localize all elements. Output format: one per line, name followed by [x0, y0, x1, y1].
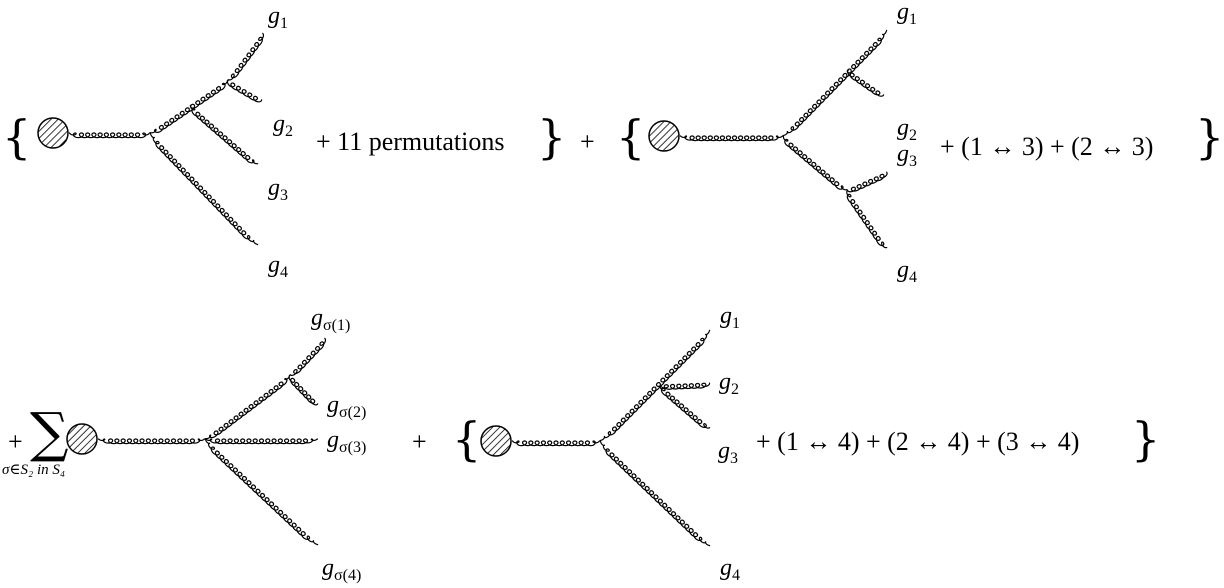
label-g1-d1: g1 — [268, 3, 288, 32]
label-gs1-d3: gσ(1) — [311, 305, 351, 334]
propagator-d1 — [69, 132, 150, 139]
gluon-d4-b — [659, 382, 711, 390]
gluon-d1-c — [226, 79, 263, 103]
propagator-d4 — [512, 440, 600, 447]
label-g3-d1: g3 — [268, 175, 288, 204]
term3-prefix: + — [8, 427, 23, 456]
gluon-d2-a — [782, 29, 888, 137]
term4-text: + (1 ↔ 4) + (2 ↔ 4) + (3 ↔ 4) — [756, 427, 1080, 456]
gluon-d2-b — [847, 69, 885, 97]
blob-d3 — [66, 423, 98, 455]
label-g1-d2: g1 — [897, 0, 917, 28]
sum-symbol: ∑ — [30, 401, 69, 464]
gluon-d3-b — [289, 337, 327, 376]
label-g3-d4: g3 — [718, 438, 738, 467]
brace-open-1: { — [2, 110, 32, 164]
gluon-d2-d — [846, 171, 888, 193]
label-g2-d4: g2 — [719, 369, 739, 398]
gluon-d4-d — [599, 440, 711, 547]
label-g1-d4: g1 — [720, 303, 740, 332]
label-g4-d2: g4 — [897, 257, 917, 286]
label-g2-d2: g2 — [897, 115, 917, 144]
plus-sign-1: + — [580, 127, 595, 156]
brace-close-2: } — [1195, 110, 1224, 164]
plus-sign-2: + — [412, 427, 427, 456]
label-g4-d4: g4 — [720, 555, 740, 584]
label-gs3-d3: gσ(3) — [327, 427, 367, 456]
brace-open-2: { — [616, 110, 646, 164]
gluon-d1-b — [227, 32, 265, 81]
gluon-d3-c — [288, 374, 319, 406]
brace-open-4: { — [452, 412, 482, 466]
brace-close-1: } — [537, 110, 567, 164]
gluon-d3-e — [204, 438, 319, 546]
term1-text: + 11 permutations — [316, 127, 505, 156]
label-gs4-d3: gσ(4) — [322, 555, 362, 584]
gluon-d4-c — [659, 384, 711, 429]
gluon-d1-e — [149, 132, 259, 246]
label-gs2-d3: gσ(2) — [327, 392, 367, 421]
sum-subscript: σ∈S₂ in S₄ — [2, 462, 66, 478]
term2-text: + (1 ↔ 3) + (2 ↔ 3) — [940, 132, 1154, 161]
gluon-d4-a — [599, 329, 711, 442]
label-g3-d2: g3 — [897, 141, 917, 170]
blob-d4 — [480, 425, 512, 457]
gluon-d3-d — [205, 438, 318, 445]
brace-close-4: } — [1131, 412, 1161, 466]
gluon-d3-a — [204, 374, 291, 440]
blob-d1 — [37, 117, 69, 149]
gluon-d1-a — [149, 79, 229, 134]
blob-d2 — [648, 120, 680, 152]
gluon-d2-c — [782, 135, 848, 191]
gluon-d1-d — [189, 104, 259, 165]
propagator-d3 — [98, 438, 205, 445]
propagator-d2 — [680, 135, 783, 142]
label-g4-d1: g4 — [268, 252, 288, 281]
gluon-d2-e — [846, 189, 888, 249]
label-g2-d1: g2 — [273, 111, 293, 140]
